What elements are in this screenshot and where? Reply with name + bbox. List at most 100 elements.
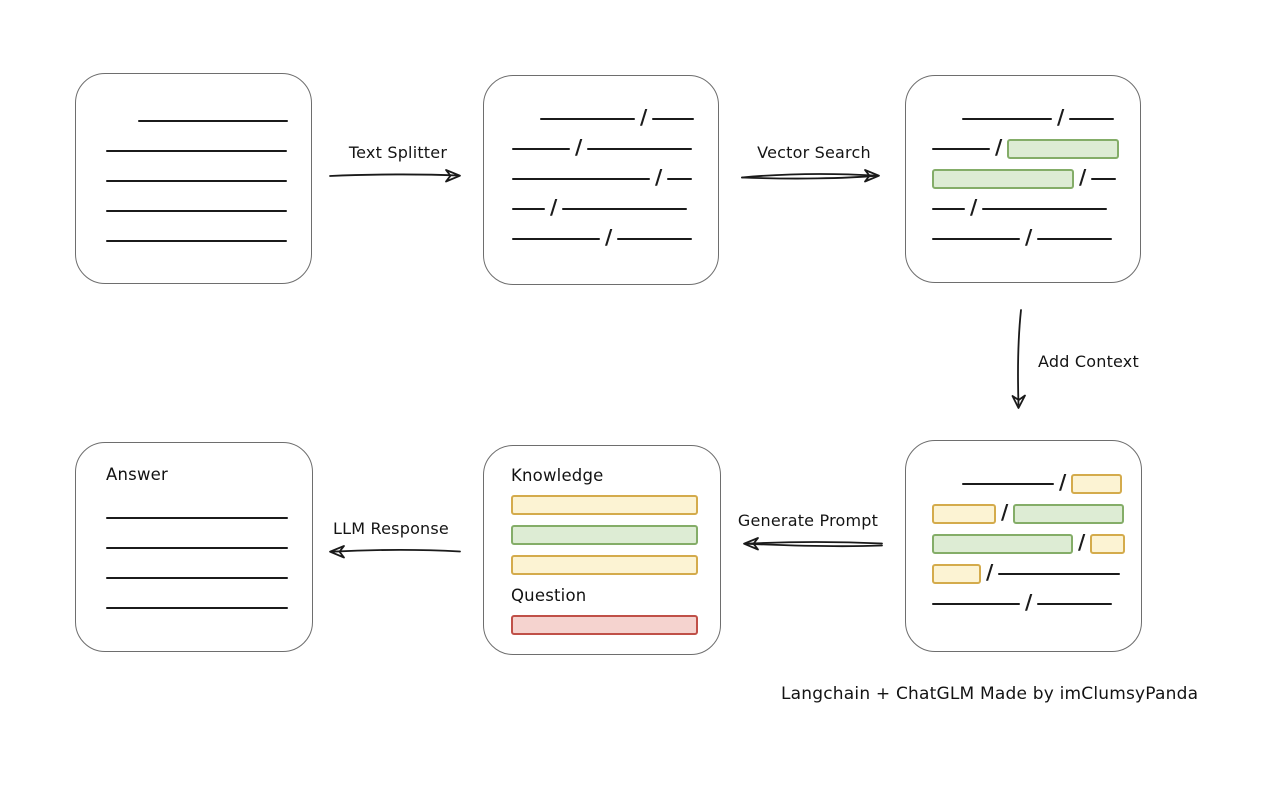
text-line <box>540 118 635 120</box>
green-chunk <box>1013 504 1125 524</box>
retrieved-chunks-row: / <box>932 224 1140 254</box>
prompt-row: Knowledge <box>511 460 720 490</box>
source-document-row <box>106 196 311 226</box>
text-line <box>587 148 693 150</box>
split-separator-slash: / <box>1078 530 1086 554</box>
text-line <box>998 573 1121 575</box>
generate-prompt-label: Generate Prompt <box>737 511 879 530</box>
right-arrow-icon <box>741 169 880 183</box>
yellow-chunk <box>932 564 981 584</box>
text-line <box>106 577 288 579</box>
yellow-chunk <box>1090 534 1126 554</box>
green-chunk <box>932 169 1074 189</box>
text-line <box>617 238 693 240</box>
text-line <box>106 607 288 609</box>
arrow-generate-prompt: Generate Prompt <box>732 511 884 553</box>
split-separator-slash: / <box>995 135 1003 159</box>
context-chunks-row: / <box>932 589 1141 619</box>
text-line <box>512 178 650 180</box>
context-chunks-row: / <box>932 499 1141 529</box>
split-separator-slash: / <box>986 560 994 584</box>
text-line <box>932 208 965 210</box>
yellow-chunk <box>511 495 698 515</box>
source-document-row <box>106 166 311 196</box>
retrieved-chunks-box: ///// <box>905 75 1141 283</box>
knowledge-label: Knowledge <box>511 465 604 485</box>
red-chunk <box>511 615 698 635</box>
retrieved-chunks-row: / <box>932 134 1140 164</box>
source-document-box <box>75 73 312 284</box>
text-splitter-label: Text Splitter <box>348 143 448 162</box>
source-document-row <box>106 106 311 136</box>
split-separator-slash: / <box>655 165 663 189</box>
text-line <box>962 483 1054 485</box>
credit-caption: Langchain + ChatGLM Made by imClumsyPand… <box>781 684 1199 704</box>
split-separator-slash: / <box>1025 590 1033 614</box>
split-separator-slash: / <box>1059 470 1067 494</box>
split-separator-slash: / <box>1001 500 1009 524</box>
answer-box: Answer <box>75 442 313 652</box>
arrow-add-context: Add Context <box>1006 308 1166 416</box>
text-line <box>667 178 693 180</box>
answer-row <box>106 593 312 623</box>
add-context-label: Add Context <box>1038 352 1139 371</box>
text-line <box>512 208 545 210</box>
text-line <box>512 238 600 240</box>
text-line <box>138 120 288 122</box>
context-chunks-row: / <box>932 469 1141 499</box>
answer-label: Answer <box>106 464 168 484</box>
prompt-row <box>511 610 720 640</box>
split-separator-slash: / <box>605 225 613 249</box>
split-separator-slash: / <box>550 195 558 219</box>
llm-response-label: LLM Response <box>333 519 449 538</box>
split-chunks-row: / <box>512 194 718 224</box>
text-line <box>106 547 288 549</box>
text-line <box>106 180 287 182</box>
split-chunks-box: / / / / / <box>483 75 719 285</box>
split-separator-slash: / <box>970 195 978 219</box>
text-line <box>652 118 695 120</box>
arrow-text-splitter: Text Splitter <box>328 143 468 185</box>
split-separator-slash: / <box>575 135 583 159</box>
split-chunks-row: / <box>512 164 718 194</box>
context-chunks-box: / / / / / <box>905 440 1142 652</box>
yellow-chunk <box>511 555 698 575</box>
text-line <box>106 240 287 242</box>
retrieved-chunks-row: / <box>932 164 1140 194</box>
text-line <box>106 150 287 152</box>
answer-row <box>106 533 312 563</box>
vector-search-label: Vector Search <box>757 143 871 162</box>
source-document-row <box>106 226 311 256</box>
split-separator-slash: / <box>1057 105 1065 129</box>
green-chunk <box>1007 139 1120 159</box>
text-line <box>1037 603 1113 605</box>
answer-row <box>106 503 312 533</box>
answer-row <box>106 563 312 593</box>
text-line <box>932 603 1020 605</box>
context-chunks-row: / <box>932 559 1141 589</box>
arrow-llm-response: LLM Response <box>320 519 462 561</box>
right-arrow-icon <box>329 169 461 183</box>
context-chunks-row: / <box>932 529 1141 559</box>
text-line <box>106 210 287 212</box>
source-document-row <box>106 136 311 166</box>
text-line <box>982 208 1108 210</box>
split-chunks-row: / <box>512 224 718 254</box>
split-separator-slash: / <box>640 105 648 129</box>
text-line <box>932 238 1020 240</box>
left-arrow-icon <box>743 537 883 551</box>
split-chunks-row: / <box>512 134 718 164</box>
retrieved-chunks-row: / <box>932 104 1140 134</box>
question-label: Question <box>511 585 587 605</box>
text-line <box>932 148 990 150</box>
green-chunk <box>932 534 1073 554</box>
prompt-row <box>511 520 720 550</box>
text-line <box>1091 178 1117 180</box>
down-arrow-icon <box>1011 309 1026 409</box>
text-line <box>1037 238 1113 240</box>
split-separator-slash: / <box>1025 225 1033 249</box>
prompt-row <box>511 550 720 580</box>
text-line <box>106 517 288 519</box>
